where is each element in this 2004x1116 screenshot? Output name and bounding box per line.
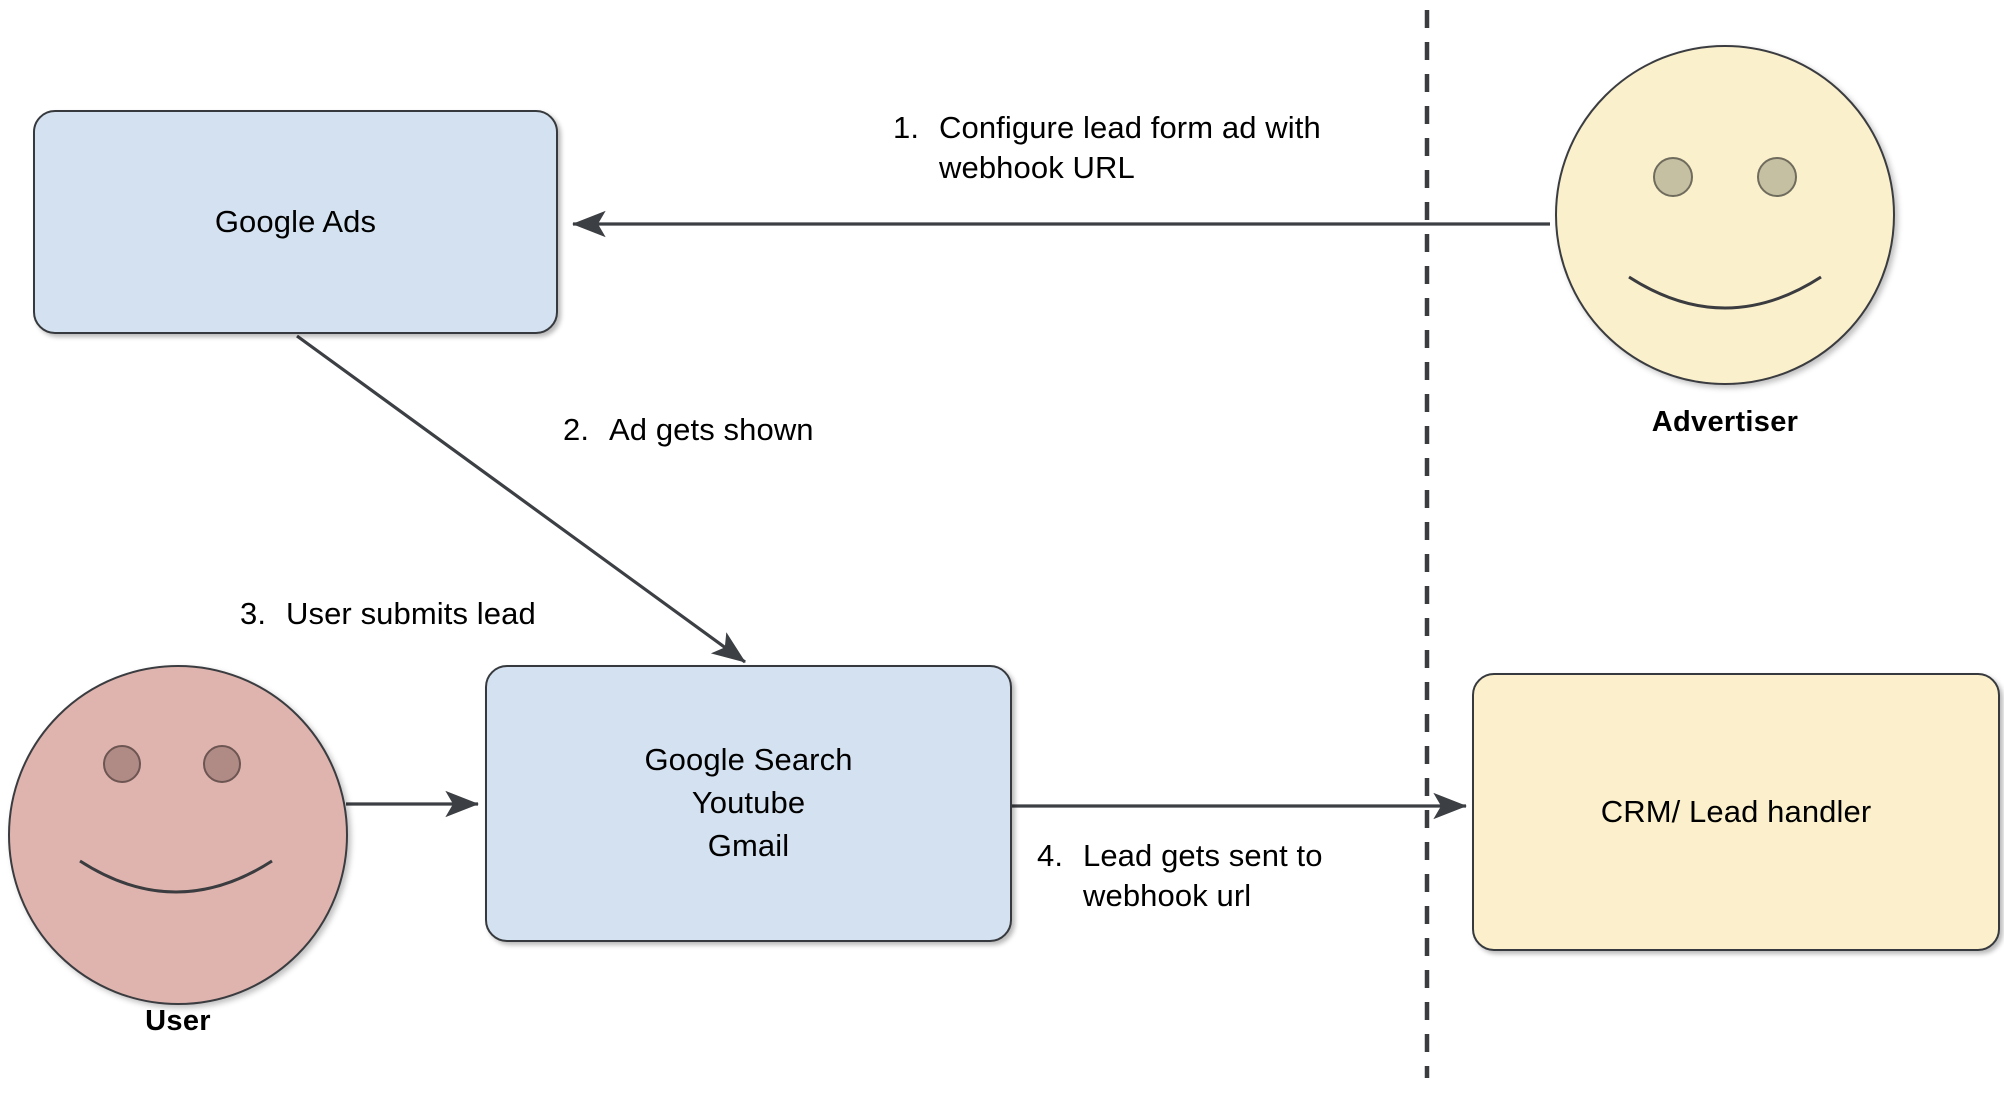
edge-label-step-1: 1. Configure lead form ad with webhook U… xyxy=(893,108,1373,189)
actor-advertiser[interactable] xyxy=(1555,45,1895,385)
node-crm-lead-handler-label: CRM/ Lead handler xyxy=(1600,793,1872,829)
smiley-face-icon xyxy=(1555,45,1895,385)
edge-label-step-3: 3. User submits lead xyxy=(240,594,640,634)
actor-user-caption: User xyxy=(145,1005,211,1037)
smiley-left-eye-icon xyxy=(103,745,141,783)
edge-google-ads-to-surfaces xyxy=(296,334,746,664)
smiley-left-eye-icon xyxy=(1653,157,1693,197)
smiley-mouth-icon xyxy=(79,859,273,894)
node-google-ads-label: Google Ads xyxy=(214,203,377,239)
actor-user[interactable] xyxy=(8,665,348,1005)
edge-label-step-4-text: Lead gets sent to webhook url xyxy=(1083,838,1323,914)
node-crm-lead-handler[interactable]: CRM/ Lead handler xyxy=(1472,673,2000,951)
node-google-surfaces-label: Google Search Youtube Gmail xyxy=(644,742,853,863)
edge-label-step-1-number: 1. xyxy=(893,110,920,145)
edge-label-step-2-number: 2. xyxy=(563,412,590,447)
edge-label-step-3-number: 3. xyxy=(240,596,267,631)
smiley-face-icon xyxy=(8,665,348,1005)
edge-label-step-1-text: Configure lead form ad with webhook URL xyxy=(939,110,1321,186)
node-google-ads[interactable]: Google Ads xyxy=(33,110,558,334)
edge-label-step-2-text: Ad gets shown xyxy=(609,412,814,447)
edge-label-step-2: 2. Ad gets shown xyxy=(563,410,983,450)
smiley-right-eye-icon xyxy=(1757,157,1797,197)
edge-label-step-4-number: 4. xyxy=(1037,838,1064,873)
edge-label-step-4: 4. Lead gets sent to webhook url xyxy=(1037,836,1397,917)
actor-advertiser-caption: Advertiser xyxy=(1651,406,1799,438)
edge-label-step-3-text: User submits lead xyxy=(286,596,536,631)
smiley-right-eye-icon xyxy=(203,745,241,783)
smiley-mouth-icon xyxy=(1628,275,1822,310)
node-google-surfaces[interactable]: Google Search Youtube Gmail xyxy=(485,665,1012,942)
